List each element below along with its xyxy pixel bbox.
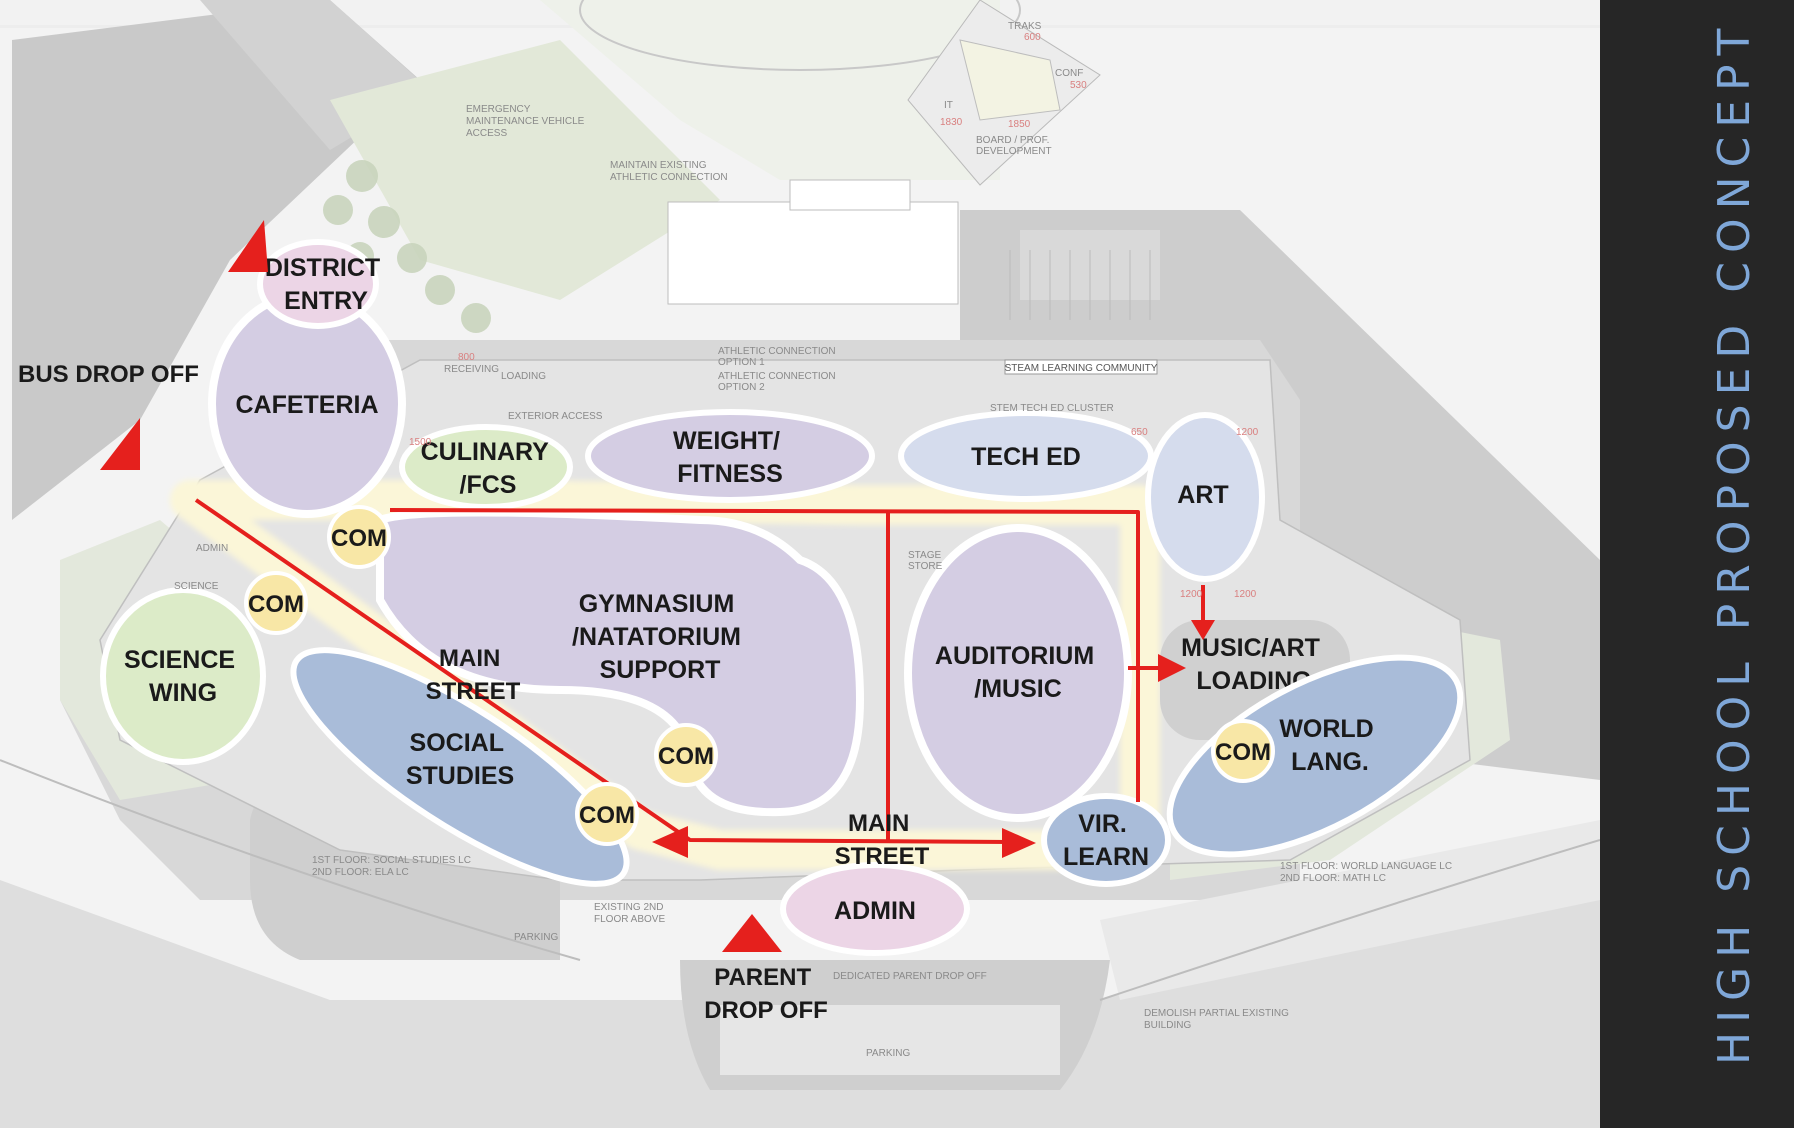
room-numbers: 600 530 1830 1850 800 1500 650 1200 1200…: [409, 32, 1259, 600]
flow-arrows: [652, 585, 1215, 858]
admin-label: ADMIN: [834, 897, 916, 925]
culinary-zone: CULINARY /FCS: [399, 424, 573, 510]
weight-fitness-label: WEIGHT/ FITNESS: [673, 427, 787, 488]
sidebar-panel: [1600, 0, 1794, 1128]
cafeteria-label: CAFETERIA: [235, 391, 378, 419]
site-plan: GYMNASIUM /NATATORIUM SUPPORT AUDITORIUM…: [0, 0, 1600, 1128]
svg-text:PARKING: PARKING: [514, 932, 558, 943]
com-badge: COM: [1211, 719, 1275, 783]
svg-text:SCIENCE: SCIENCE: [174, 581, 219, 592]
art-zone: ART: [1145, 412, 1265, 582]
main-street-label: MAIN STREET: [426, 645, 521, 705]
district-entry-marker: [228, 220, 268, 272]
tech-ed-label: TECH ED: [971, 443, 1081, 471]
svg-text:COM: COM: [579, 802, 635, 829]
social-studies-zone: SOCIAL STUDIES: [290, 647, 630, 887]
vir-learn-label: VIR. LEARN: [1063, 810, 1149, 871]
vir-learn-zone: VIR. LEARN: [1041, 793, 1171, 887]
page-title: HIGH SCHOOL PROPOSED CONCEPT: [1709, 19, 1760, 1065]
svg-text:1200: 1200: [1234, 589, 1257, 600]
science-wing-zone: SCIENCE WING: [100, 587, 266, 765]
art-label: ART: [1177, 481, 1228, 509]
main-street-path: [194, 498, 1140, 844]
com-spaces: COM COM COM COM COM: [244, 505, 1275, 846]
culinary-label: CULINARY /FCS: [421, 438, 556, 499]
auditorium-zone: AUDITORIUM /MUSIC: [904, 524, 1132, 822]
svg-text:RECEIVING: RECEIVING: [444, 364, 499, 375]
parent-drop-off-marker: [722, 914, 782, 952]
svg-text:1200: 1200: [1180, 589, 1203, 600]
svg-text:ADMIN: ADMIN: [196, 543, 228, 554]
bus-drop-off-marker: [100, 418, 140, 470]
svg-text:LOADING: LOADING: [501, 371, 546, 382]
site-labels: BUS DROP OFF MAIN STREET MAIN STREET PAR…: [18, 361, 930, 1024]
svg-text:800: 800: [458, 352, 475, 363]
svg-text:DEDICATED PARENT DROP OFF: DEDICATED PARENT DROP OFF: [833, 971, 987, 982]
parent-drop-off-label: PARENT DROP OFF: [704, 964, 828, 1024]
svg-text:1500: 1500: [409, 437, 432, 448]
svg-text:STEAM LEARNING COMMUNITY: STEAM LEARNING COMMUNITY: [1005, 363, 1158, 374]
svg-text:650: 650: [1131, 427, 1148, 438]
svg-text:TRAKS: TRAKS: [1008, 21, 1042, 32]
svg-text:COM: COM: [331, 525, 387, 552]
svg-text:1200: 1200: [1236, 427, 1259, 438]
admin-zone: ADMIN: [780, 862, 970, 956]
svg-text:EXTERIOR ACCESS: EXTERIOR ACCESS: [508, 411, 603, 422]
svg-text:COM: COM: [1215, 739, 1271, 766]
gymnasium-zone: GYMNASIUM /NATATORIUM SUPPORT: [376, 508, 865, 817]
com-badge: COM: [327, 505, 391, 569]
svg-text:530: 530: [1070, 80, 1087, 91]
svg-text:STEM TECH ED CLUSTER: STEM TECH ED CLUSTER: [990, 403, 1114, 414]
social-studies-label: SOCIAL STUDIES: [406, 729, 514, 790]
svg-text:IT: IT: [944, 100, 953, 111]
gymnasium-label: GYMNASIUM /NATATORIUM SUPPORT: [572, 590, 748, 684]
com-badge: COM: [244, 571, 308, 635]
svg-text:CONF: CONF: [1055, 68, 1083, 79]
bus-drop-off-label: BUS DROP OFF: [18, 361, 199, 388]
district-entry-label: DISTRICT ENTRY: [265, 254, 387, 315]
svg-text:BOARD / PROF.DEVELOPMENT: BOARD / PROF.DEVELOPMENT: [976, 135, 1052, 157]
district-entry-zone: DISTRICT ENTRY: [257, 239, 387, 329]
tech-ed-zone: TECH ED: [898, 410, 1154, 502]
svg-text:1850: 1850: [1008, 119, 1031, 130]
svg-text:COM: COM: [248, 591, 304, 618]
svg-text:1830: 1830: [940, 117, 963, 128]
com-badge: COM: [654, 723, 718, 787]
science-wing-label: SCIENCE WING: [124, 646, 242, 707]
svg-text:600: 600: [1024, 32, 1041, 43]
world-lang-label: WORLD LANG.: [1279, 715, 1380, 776]
main-street-label: MAIN STREET: [835, 810, 930, 870]
svg-text:PARKING: PARKING: [866, 1048, 910, 1059]
auditorium-label: AUDITORIUM /MUSIC: [935, 642, 1101, 703]
world-lang-zone: WORLD LANG.: [1166, 654, 1464, 858]
com-badge: COM: [575, 782, 639, 846]
weight-fitness-zone: WEIGHT/ FITNESS: [585, 409, 875, 503]
entry-markers: [100, 220, 782, 952]
svg-text:COM: COM: [658, 743, 714, 770]
